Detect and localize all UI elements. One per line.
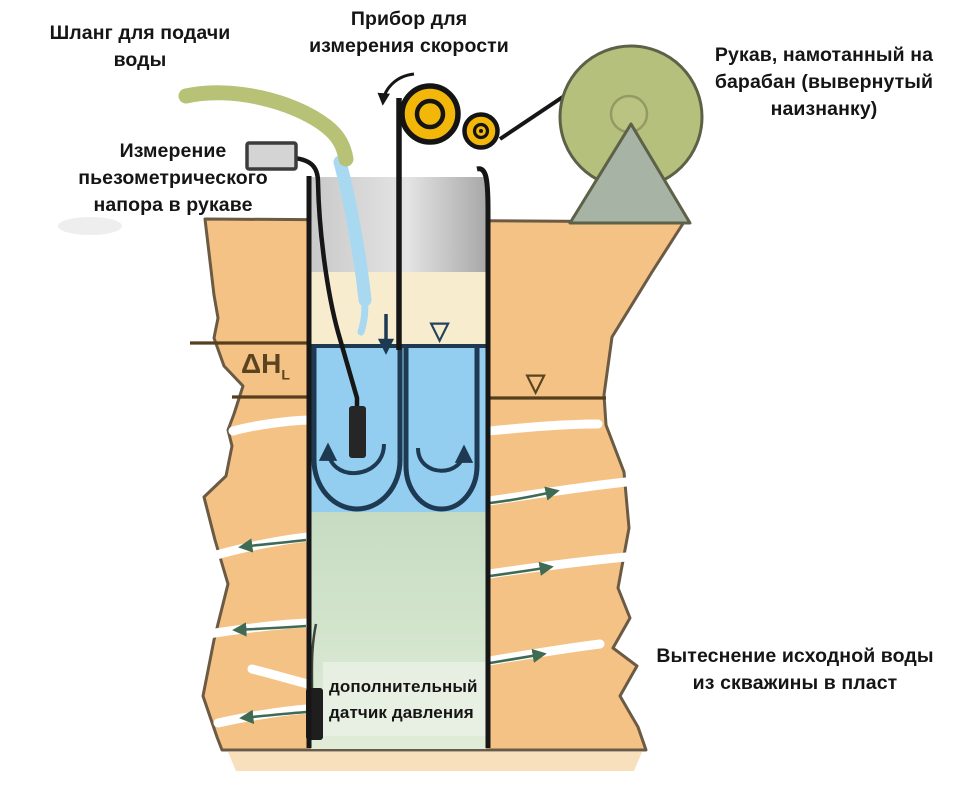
- label-line: пьезометрического: [78, 167, 268, 189]
- velocity-pulley-small: [462, 112, 500, 150]
- label-line: измерения скорости: [309, 35, 509, 57]
- water-stream: [333, 155, 372, 336]
- ground-bottom-strip: [228, 752, 642, 771]
- well-water-level-marker: ▽: [430, 317, 450, 345]
- piezometric-gauge: [245, 141, 298, 171]
- label-line: Прибор для: [350, 8, 468, 30]
- bottom-sensor-cable: [310, 623, 318, 689]
- circulation-arrows: [318, 442, 474, 475]
- label-line: Вытеснение исходной воды: [656, 645, 934, 667]
- label-displacement: Вытеснение исходной воды из скважины в п…: [628, 643, 960, 697]
- label-line: Шланг для подачи: [49, 22, 231, 44]
- well-wall-right: [476, 166, 491, 748]
- head-reference-lines: [190, 341, 606, 400]
- label-extra-pressure-sensor: дополнительный датчик давления: [329, 674, 491, 726]
- label-line: наизнанку): [770, 98, 878, 120]
- sensor-label-panel: [323, 662, 489, 736]
- label-line: барабан (вывернутый: [714, 71, 934, 93]
- delta-h-label: ΔHL: [241, 350, 290, 382]
- sleeve-pressure-sensor: [349, 406, 366, 458]
- label-velocity-device: Прибор для измерения скорости: [278, 6, 540, 60]
- label-drum-sleeve: Рукав, намотанный на барабан (вывернутый…: [688, 42, 960, 123]
- groundwater-table-marker: ▽: [526, 369, 546, 397]
- ground-shadow-smudge: [58, 217, 122, 235]
- flow-arrows: [232, 486, 560, 724]
- label-line: дополнительный: [329, 677, 478, 696]
- delta-h-text: ΔH: [241, 348, 282, 379]
- label-line: напора в рукаве: [93, 194, 253, 216]
- label-line: из скважины в пласт: [692, 672, 898, 694]
- piezometer-tube: [293, 155, 360, 406]
- label-piezometric-head: Измерение пьезометрического напора в рук…: [38, 138, 308, 219]
- delta-h-subscript: L: [281, 366, 290, 383]
- label-line: датчик давления: [329, 703, 474, 722]
- velocity-pulley-large: [399, 83, 461, 145]
- drum-stand: [568, 122, 692, 225]
- label-line: Измерение: [119, 140, 227, 162]
- rotation-arrow: [377, 72, 415, 106]
- label-line: Рукав, намотанный на: [714, 44, 934, 66]
- label-line: воды: [113, 49, 167, 71]
- sleeve-right-tube: [403, 346, 480, 512]
- label-water-hose: Шланг для подачи воды: [15, 20, 265, 74]
- supply-hose: [178, 85, 354, 167]
